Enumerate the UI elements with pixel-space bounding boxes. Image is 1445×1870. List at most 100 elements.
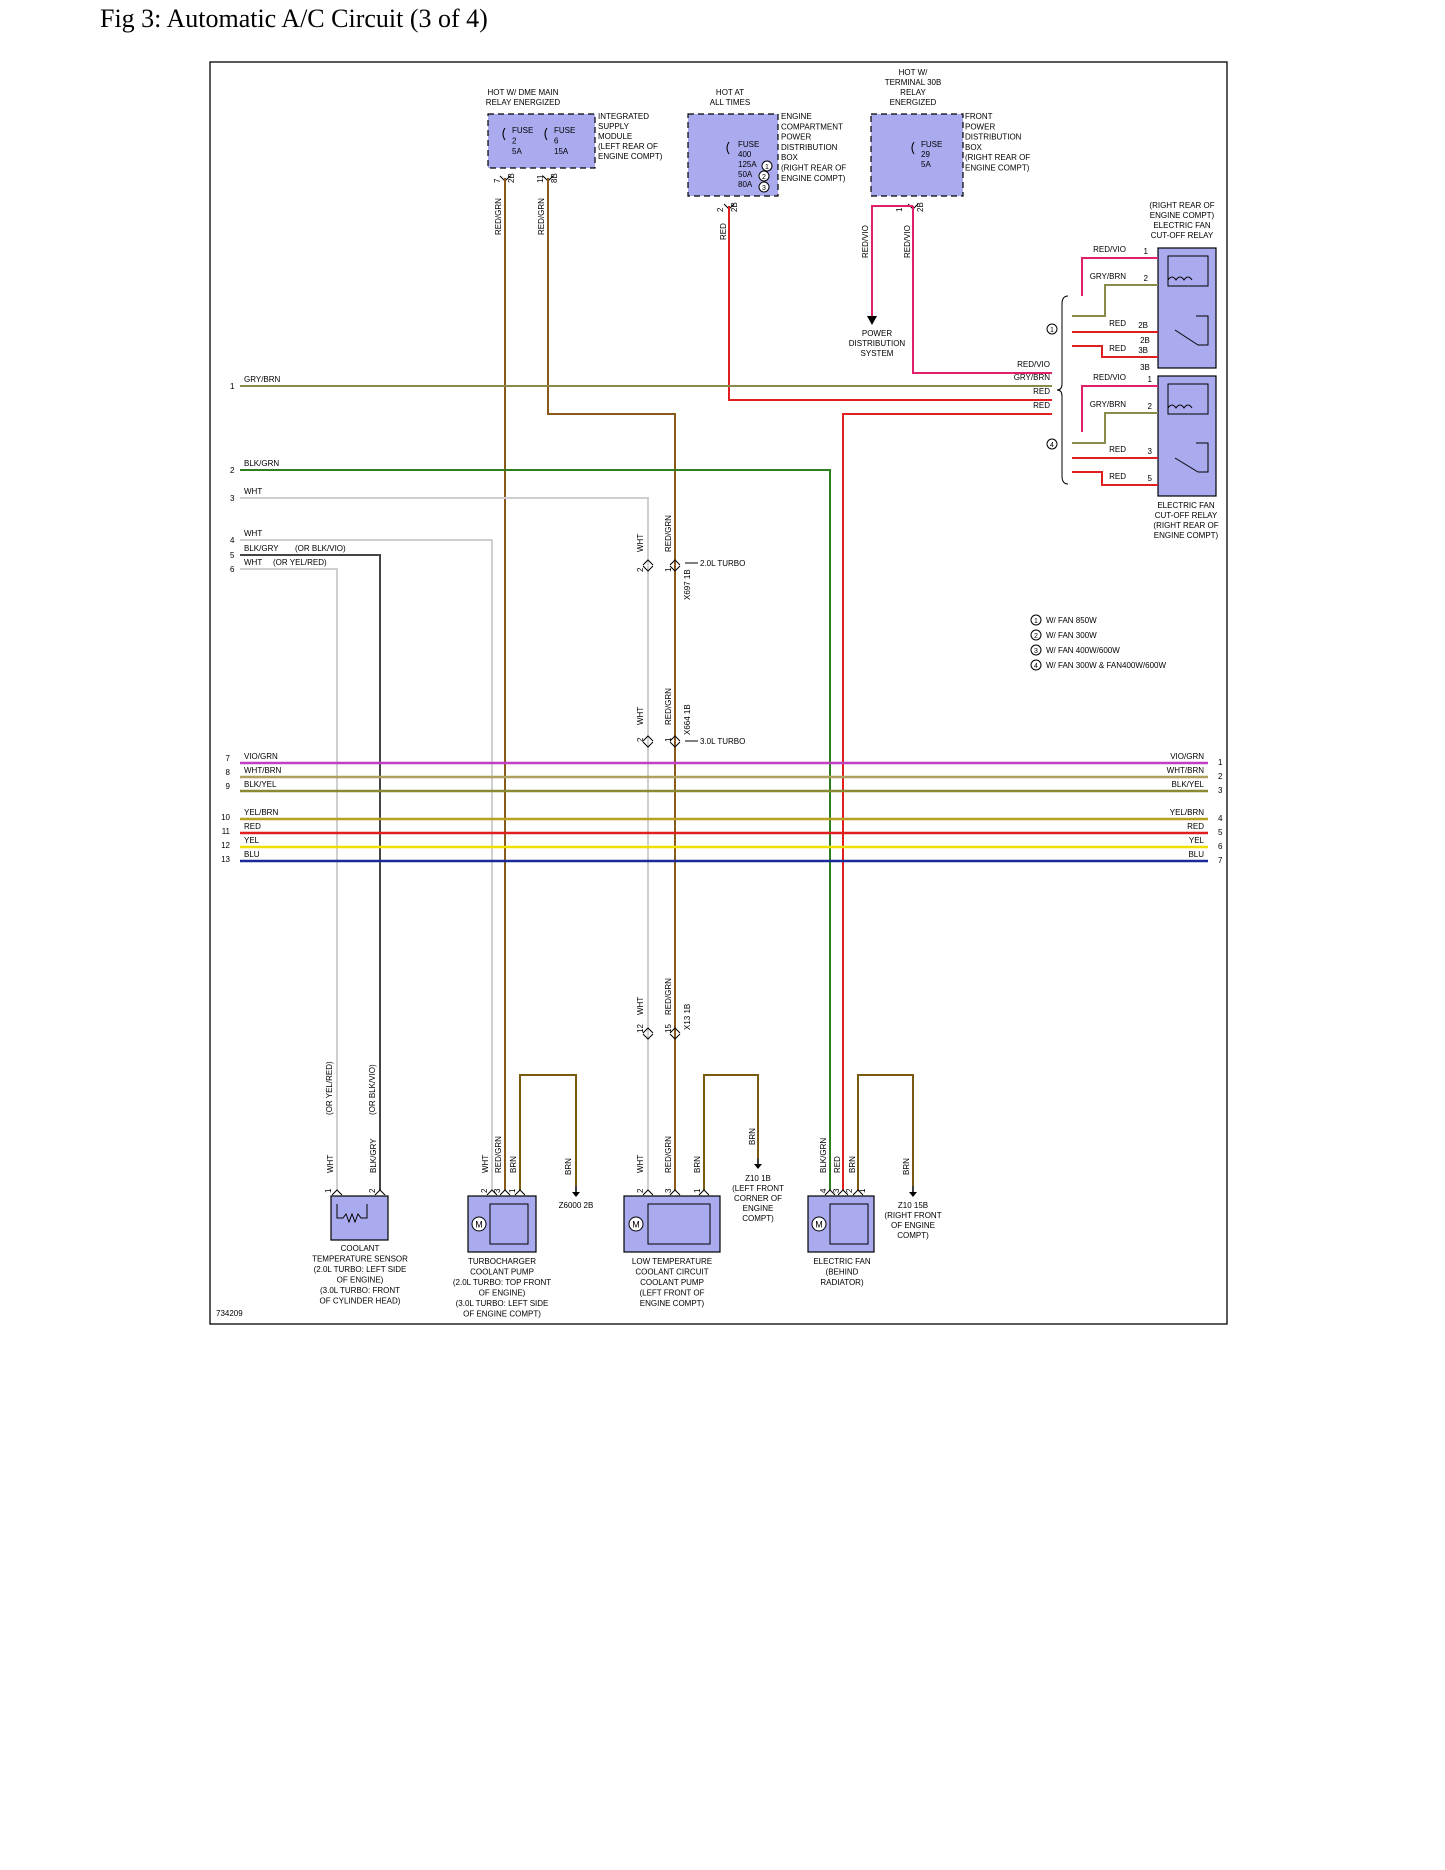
bus-left-pin-11: 11 xyxy=(222,827,231,836)
relay-top-wire-3: RED xyxy=(1109,344,1126,353)
wire-brn-turbo xyxy=(519,1074,577,1190)
fan-pin-2: 2 xyxy=(845,1188,854,1193)
supply-ecpdb-pin-2: 2 xyxy=(716,207,725,212)
ecpdb-mark-3: 3 xyxy=(762,185,766,192)
x664-pin-1: 1 xyxy=(664,737,673,742)
ground-z10-15b-ground-icon xyxy=(909,1192,917,1197)
bus-left-pin-13: 13 xyxy=(221,855,230,864)
x13-id: X13 1B xyxy=(683,1004,692,1030)
electric-fan-caption-line-0: ELECTRIC FAN xyxy=(813,1257,871,1266)
relay-bottom-wire-2: RED xyxy=(1109,445,1126,454)
coolant-temp-sensor-caption-line-2: (2.0L TURBO: LEFT SIDE xyxy=(314,1265,407,1274)
legend-mark-3-circle xyxy=(1030,644,1042,656)
ground-z10-1b-label-line-3: ENGINE xyxy=(743,1204,774,1213)
supply-dme-fuse-6-line-0: FUSE xyxy=(554,126,575,135)
relay-bottom-contact xyxy=(1196,442,1209,473)
supply-dme-pin-8b: 8B xyxy=(550,173,559,183)
lt-wire-label-red-grn: RED/GRN xyxy=(664,1136,673,1173)
wire-relay-bot-red-5 xyxy=(1072,471,1158,486)
bus-right-pin-1: 1 xyxy=(1218,758,1223,767)
relay-option-mark-1: 1 xyxy=(1050,327,1054,334)
wire-wht-4 xyxy=(240,539,493,1190)
ground-z6000-label: Z6000 2B xyxy=(559,1201,594,1210)
wire-relay-top-red-3b xyxy=(1072,345,1158,358)
legend-mark-2-circle xyxy=(1030,629,1042,641)
legend-mark-1: 1 xyxy=(1034,618,1038,625)
power-distribution-arrow-icon xyxy=(867,316,877,325)
sensor-pin-1: 1 xyxy=(324,1188,333,1193)
x697-pin-2: 2 xyxy=(636,567,645,572)
x697-wire-red-grn: RED/GRN xyxy=(664,515,673,552)
supply-dme-fuse-2-line-0: FUSE xyxy=(512,126,533,135)
supply-dme-fuse-2-line-1: 2 xyxy=(512,137,517,146)
lt-wire-label-wht: WHT xyxy=(636,1155,645,1173)
bus-left-label-8: WHT/BRN xyxy=(244,766,282,775)
relay-feed-gry-brn: GRY/BRN xyxy=(1014,373,1051,382)
supply-ecpdb-fuse-line-1: 400 xyxy=(738,150,752,159)
supply-dme-pin-2b: 2B xyxy=(507,173,516,183)
turbo-wire-label-wht: WHT xyxy=(481,1155,490,1173)
fuse-icon-dme-6 xyxy=(544,127,548,141)
x697-id: X697 1B xyxy=(683,569,692,600)
relay-top-coil-icon xyxy=(1167,276,1193,281)
lt-coolant-pump-caption-line-1: COOLANT CIRCUIT xyxy=(635,1268,708,1277)
x664-pin-2: 2 xyxy=(636,737,645,742)
supply-dme-header-line-1: RELAY ENERGIZED xyxy=(486,98,561,107)
wire-wht-6 xyxy=(240,568,338,1190)
supply-fpdb-pin-1: 1 xyxy=(895,207,904,212)
wire-red-fan xyxy=(842,413,1052,1190)
left-alt-5: (OR BLK/VIO) xyxy=(295,544,346,553)
electric-fan-motor-letter: M xyxy=(815,1220,823,1230)
supply-dme-fuse-6-line-2: 15A xyxy=(554,147,569,156)
coolant-temp-sensor-caption-line-4: (3.0L TURBO: FRONT xyxy=(320,1286,400,1295)
wire-red-ecpdb xyxy=(728,206,1052,401)
turbocharger-pump-caption-line-4: (3.0L TURBO: LEFT SIDE xyxy=(456,1299,549,1308)
electric-fan-caption-line-2: RADIATOR) xyxy=(820,1278,864,1287)
x664-chev-3 xyxy=(669,735,681,742)
supply-ecpdb-desc-line-1: COMPARTMENT xyxy=(781,122,843,131)
relay-top-pin-2: 2B xyxy=(1138,321,1148,330)
x664-chev-4 xyxy=(669,741,681,748)
sensor-term-2 xyxy=(374,1189,386,1196)
supply-fpdb-desc-line-2: DISTRIBUTION xyxy=(965,133,1022,142)
lt-coolant-pump-caption-line-0: LOW TEMPERATURE xyxy=(632,1257,712,1266)
relay-feed-red-vio: RED/VIO xyxy=(1017,360,1050,369)
turbocharger-pump-caption-line-0: TURBOCHARGER xyxy=(468,1257,536,1266)
supply-fpdb-header-line-2: RELAY xyxy=(900,88,926,97)
legend-mark-4-circle xyxy=(1030,659,1042,671)
relay-feed-red-1: RED xyxy=(1033,387,1050,396)
relay-option-mark-4-circle xyxy=(1046,438,1058,450)
relay-bottom-caption-line-1: CUT-OFF RELAY xyxy=(1155,511,1218,520)
bus-left-pin-10: 10 xyxy=(221,813,230,822)
left-label-5: BLK/GRY xyxy=(244,544,279,553)
lt-pin-3: 3 xyxy=(664,1188,673,1193)
lt-coolant-pump-motor-letter: M xyxy=(632,1220,640,1230)
bus-left-pin-9: 9 xyxy=(226,782,231,791)
x664-note: 3.0L TURBO xyxy=(700,737,745,746)
power-distribution-label-line-2: SYSTEM xyxy=(861,349,894,358)
left-label-2: BLK/GRN xyxy=(244,459,279,468)
bus-left-label-10: YEL/BRN xyxy=(244,808,278,817)
relay-bottom-coil-icon xyxy=(1167,404,1193,409)
supply-ecpdb-fuse-line-3: 50A xyxy=(738,170,753,179)
supply-fpdb-header-line-1: TERMINAL 30B xyxy=(885,78,942,87)
ecpdb-mark-1: 1 xyxy=(765,164,769,171)
supply-ecpdb-desc-line-4: BOX xyxy=(781,153,799,162)
supply-fpdb-box xyxy=(870,113,964,197)
x697-chev-4 xyxy=(669,565,681,572)
sensor-wire-label-blk-gry: BLK/GRY xyxy=(369,1138,378,1173)
page-title: Fig 3: Automatic A/C Circuit (3 of 4) xyxy=(100,4,488,33)
legend-text-4: W/ FAN 300W & FAN400W/600W xyxy=(1046,661,1166,670)
turbo-term-2 xyxy=(499,1189,511,1196)
fan-pin-1: 1 xyxy=(858,1188,867,1193)
ecpdb-mark-2: 2 xyxy=(762,174,766,181)
fuse-icon-fpdb xyxy=(911,141,915,155)
figure-id: 734209 xyxy=(216,1309,243,1318)
x664-chev-1 xyxy=(642,735,654,742)
bus-right-label-7: VIO/GRN xyxy=(1170,752,1204,761)
relay-top-pin-3b-mark: 3B xyxy=(1140,363,1150,372)
bus-right-label-10: YEL/BRN xyxy=(1170,808,1204,817)
supply-dme-desc-line-0: INTEGRATED xyxy=(598,112,649,121)
wire-relay-top-gry-brn xyxy=(1072,284,1158,317)
legend-text-3: W/ FAN 400W/600W xyxy=(1046,646,1120,655)
